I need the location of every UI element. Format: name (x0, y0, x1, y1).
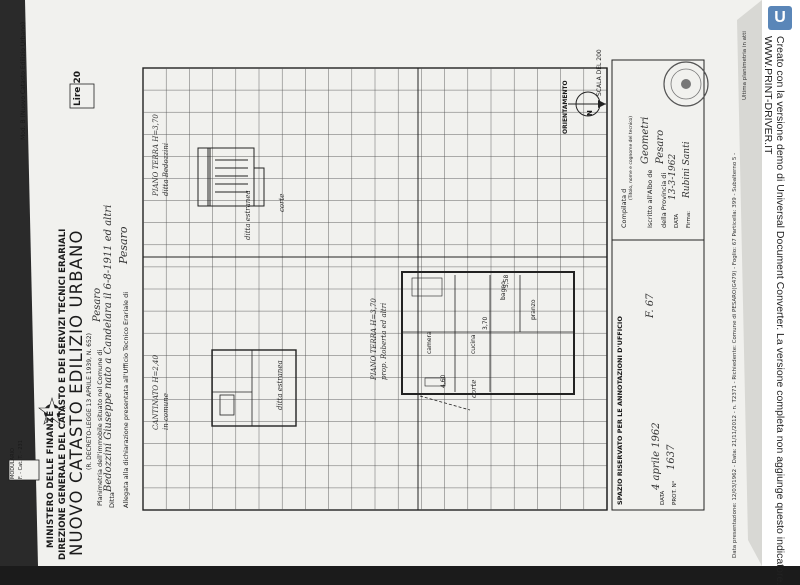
watermark-url[interactable]: WWW.PRINT-DRIVER.IT (762, 36, 774, 155)
room-label: camera (426, 331, 433, 354)
albo-value: Geometri (640, 116, 651, 164)
orientamento-label: ORIENTAMENTO (562, 80, 569, 134)
dimension-label: 3,70 (482, 316, 489, 330)
data-label: DATA (674, 213, 680, 228)
document-viewer: MINISTERO DELLE FINANZE DIREZIONE GENERA… (0, 0, 800, 566)
sheet-note: F. 67 (645, 293, 656, 318)
firma-label: Firma: (686, 210, 692, 228)
prot-label: PROT. N° (672, 480, 678, 505)
ditta-label: Ditta (108, 492, 116, 508)
cadastral-sheet: MINISTERO DELLE FINANZE DIREZIONE GENERA… (0, 0, 762, 566)
upper-building (197, 147, 265, 207)
lire-box (69, 83, 95, 109)
modulario-box (8, 459, 40, 481)
provincia-value: Pesaro (655, 129, 666, 164)
ministry: MINISTERO DELLE FINANZE (46, 410, 56, 548)
provincia-label: della Provincia di (660, 172, 668, 228)
comune-value: Pesaro (92, 287, 103, 322)
prot-value: 1637 (666, 444, 677, 470)
upper-floor-label: PIANO TERRA H=3,70 (152, 114, 160, 196)
iscritto-label: Iscritto all'Albo de (646, 169, 654, 228)
watermark-text: Creato con la versione demo di Universal… (774, 36, 786, 585)
room-label: pranzo (530, 299, 537, 320)
titolo-hint: (Titolo, nome e cognome del tecnico) (629, 115, 634, 200)
reserved-title: SPAZIO RISERVATO PER LE ANNOTAZIONI D'UF… (616, 316, 624, 505)
signature: Rubini Santi (682, 141, 692, 198)
corte-main: corte (470, 379, 478, 398)
converter-logo-icon: U (768, 6, 792, 30)
lire-label: Lire 20 (73, 70, 83, 106)
reserved-date-label: DATA (660, 490, 666, 505)
watermark-bar (762, 0, 800, 566)
altra-ditta-cantinato: ditta estranea (276, 360, 284, 410)
main-floor-label: PIANO TERRA H=3,70 (370, 298, 378, 380)
dimension-label: 5,58 (503, 274, 510, 288)
upper-floor-sub: ditta Bedozzini (162, 142, 170, 196)
right-panel (611, 59, 705, 511)
compilata-label: Compilata d (620, 188, 628, 228)
altra-ditta-upper: ditta estranea (244, 190, 252, 240)
modulario-line1: MODULARIO (10, 448, 16, 479)
right-shade (737, 0, 762, 566)
grid-lines (143, 68, 607, 510)
cantinato-block (211, 349, 297, 427)
law-reference: (R. DECRETO-LEGGE 13 APRILE 1939, N. 652… (86, 333, 93, 470)
compass-rose-icon (568, 91, 606, 117)
ditta-value: Bedozzini Giuseppe nato a Candelara il 6… (103, 204, 114, 492)
dimension-label: 4,60 (440, 374, 447, 388)
reserved-date: 4 aprile 1962 (651, 422, 662, 490)
allegata-label: Allegata alla dichiarazione presentata a… (122, 291, 130, 508)
cantinato-label: CANTINATO H=2,40 (152, 355, 160, 430)
corte-upper: corte (278, 193, 286, 212)
footer-strip-right: Ultima planimetria in atti (742, 31, 748, 100)
scale-label: SCALA DEL 200 (596, 49, 603, 96)
sheet-drawing (0, 0, 762, 566)
main-building (401, 271, 575, 411)
document-title: NUOVO CATASTO EDILIZIO URBANO (67, 229, 86, 556)
room-label: cucina (470, 334, 477, 354)
north-label: N (586, 110, 594, 116)
left-shadow (0, 0, 38, 566)
cantinato-sub: in comune (162, 393, 170, 430)
ufficio-value: Pesaro (117, 226, 130, 264)
main-floor-sub: prop. Roberta ed altri (380, 302, 388, 380)
modulario-line2: F. - Cat. T. - 231 (18, 440, 24, 479)
office-stamp (663, 61, 709, 107)
mod-label: Mod. B (Nuovo Catasto Edilizio Urbano) (20, 21, 27, 140)
compiled-date: 13-3-1962 (668, 153, 678, 200)
footer-strip: Data presentazione: 12/03/1962 - Data: 2… (732, 152, 738, 558)
state-emblem-icon (38, 396, 66, 425)
